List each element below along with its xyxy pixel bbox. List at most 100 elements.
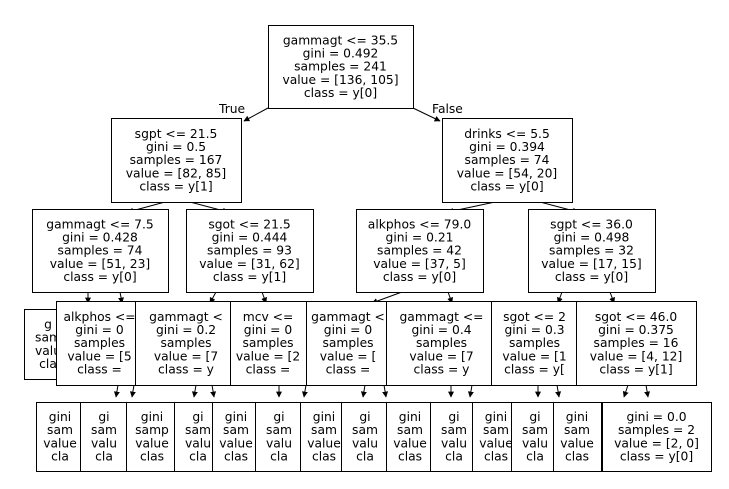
node-box [135, 301, 238, 386]
node-text-line: value = [2, 0] [614, 436, 699, 450]
node-text-line: valu [266, 436, 292, 450]
node-text-line: samples [242, 336, 293, 350]
node-text-line: class = y[0] [620, 450, 693, 464]
edge-arrow [382, 384, 389, 398]
node-text-line: samples = 74 [58, 244, 143, 258]
node-text-line: class = y[0] [383, 270, 456, 284]
node-text-line: value = [31, 62] [199, 257, 299, 271]
node-text-line: value = [51, 23] [50, 257, 150, 271]
node-text-line: clas [140, 450, 164, 464]
node-text-line: samples [160, 336, 211, 350]
node-text-line: clas [312, 450, 336, 464]
node-text-line: clas [398, 450, 422, 464]
node-box [602, 402, 712, 472]
node-box [36, 402, 85, 472]
node-text-line: value [560, 436, 594, 450]
node-text-line: samples = 16 [594, 336, 679, 350]
node-text-line: g [44, 317, 52, 331]
node-text-line: sgpt <= 21.5 [135, 127, 218, 141]
node-text-line: value [219, 436, 253, 450]
node-text-line: valu [35, 344, 61, 358]
node-text-line: value [307, 436, 341, 450]
node-text-line: sgot <= 46.0 [595, 310, 677, 324]
node-text-line: cla [526, 450, 544, 464]
node-text-line: alkphos <= [63, 310, 135, 324]
node-text-line: class = y[0] [63, 270, 136, 284]
node-text-line: gi [359, 410, 370, 424]
node-text-line: class = y[0] [470, 180, 543, 194]
node-text-line: gi [192, 410, 203, 424]
node-text-line: gini = 0.2 [156, 323, 216, 337]
node-text-line: class = y [158, 363, 214, 377]
node-text-line: gini = 0.428 [62, 231, 138, 245]
node-text-line: cla [51, 450, 69, 464]
edge-arrow [467, 384, 474, 398]
node-text-line: gini [399, 410, 421, 424]
node-box [386, 301, 498, 386]
node-text-line: gammagt <= [400, 310, 484, 324]
node-text-line: value [393, 436, 427, 450]
node-text-line: sgot <= 2 [503, 310, 566, 324]
node-box [576, 301, 697, 386]
edge-arrow [243, 107, 269, 122]
node-text-line: samples = 42 [377, 244, 462, 258]
edge-arrow [360, 384, 367, 398]
node-text-line: drinks <= 5.5 [464, 127, 550, 141]
node-text-line: samples [322, 336, 373, 350]
node-text-line: gini [485, 410, 507, 424]
node-text-line: value = [17, 15] [541, 257, 641, 271]
node-text-line: sam [311, 423, 337, 437]
node-box [111, 118, 242, 203]
node-text-line: alkphos <= 79.0 [368, 217, 471, 231]
node-text-line: gini = 0.0 [626, 410, 686, 424]
node-text-line: sam [35, 331, 61, 345]
node-text-line: sam [91, 423, 117, 437]
node-text-line: valu [91, 436, 117, 450]
node-text-line: cla [445, 450, 463, 464]
node-box [80, 402, 129, 472]
edge-label-true: True [218, 102, 245, 116]
node-text-line: sam [223, 423, 249, 437]
node-text-line: class = [326, 363, 371, 377]
node-text-line: value = [1 [502, 349, 566, 363]
node-text-line: value [43, 436, 77, 450]
node-text-line: sam [483, 423, 509, 437]
node-text-line: gi [273, 410, 284, 424]
node-text-line: class = y [414, 363, 470, 377]
node-box [553, 402, 602, 472]
node-text-line: gi [529, 410, 540, 424]
edge-arrow [210, 384, 217, 398]
node-text-line: class = y[1] [213, 270, 286, 284]
node-text-line: sam [185, 423, 211, 437]
node-text-line: class = [77, 363, 122, 377]
node-text-line: gammagt < [311, 310, 385, 324]
node-text-line: gi [448, 410, 459, 424]
edge-arrow [301, 384, 308, 398]
node-text-line: value [135, 436, 169, 450]
edge-arrow [644, 384, 651, 398]
node-text-line: gini = 0.5 [146, 140, 206, 154]
edge-arrow [555, 384, 562, 398]
node-text-line: samples = 74 [465, 153, 550, 167]
node-text-line: value = [7 [154, 349, 218, 363]
node-text-line: clas [484, 450, 508, 464]
node-text-line: cla [356, 450, 374, 464]
node-text-line: value = [7 [409, 349, 473, 363]
node-text-line: gini = 0.4 [411, 323, 471, 337]
edge-label-false: False [432, 102, 463, 116]
node-text-line: class = y[1] [139, 180, 212, 194]
